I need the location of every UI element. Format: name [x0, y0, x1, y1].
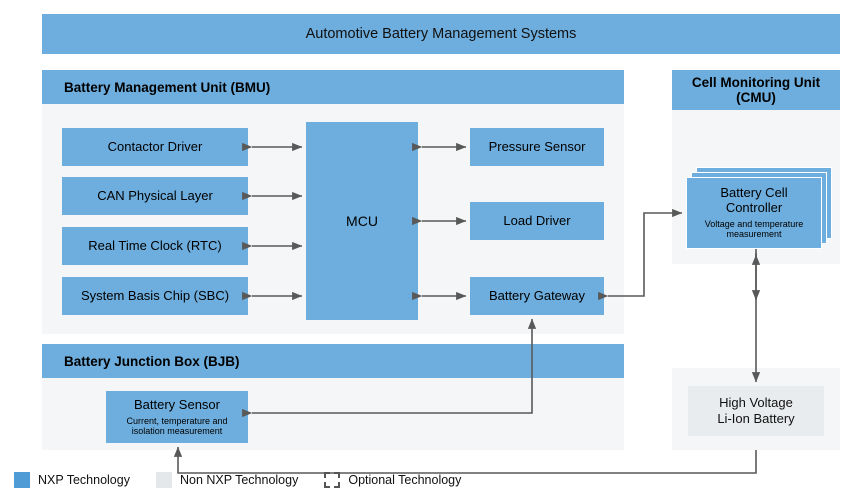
cmu-panel-title-line2: (CMU)	[736, 90, 776, 105]
block-mcu[interactable]: MCU	[306, 122, 418, 320]
bjb-panel-title-bar: Battery Junction Box (BJB)	[42, 344, 624, 378]
block-load-driver-label: Load Driver	[503, 212, 571, 228]
legend-label-optional: Optional Technology	[348, 473, 462, 487]
block-load-driver[interactable]: Load Driver	[470, 202, 604, 240]
block-battery-sensor[interactable]: Battery Sensor Current, temperature and …	[106, 391, 248, 443]
block-mcu-label: MCU	[346, 212, 378, 229]
block-pressure-sensor[interactable]: Pressure Sensor	[470, 128, 604, 166]
block-battery-sensor-sub-line1: Current, temperature and	[126, 415, 228, 426]
block-pressure-sensor-label: Pressure Sensor	[488, 138, 586, 154]
legend-item-non-nxp: Non NXP Technology	[155, 472, 299, 488]
block-high-voltage-battery-label-line1: High Voltage	[719, 394, 793, 410]
block-battery-cell-controller-label-line1: Battery Cell	[720, 185, 788, 201]
legend-swatch-nxp-icon	[14, 472, 30, 488]
legend-swatch-optional-icon	[324, 472, 341, 488]
bmu-panel-title-bar: Battery Management Unit (BMU)	[42, 70, 624, 104]
bmu-panel-title: Battery Management Unit (BMU)	[64, 79, 271, 95]
bjb-panel-title: Battery Junction Box (BJB)	[64, 353, 240, 369]
block-contactor-driver[interactable]: Contactor Driver	[62, 128, 248, 166]
block-battery-cell-controller[interactable]: Battery Cell Controller Voltage and temp…	[686, 177, 822, 249]
legend-item-optional: Optional Technology	[324, 472, 461, 488]
legend-label-non-nxp: Non NXP Technology	[179, 473, 299, 487]
block-battery-gateway[interactable]: Battery Gateway	[470, 277, 604, 315]
legend-label-nxp: NXP Technology	[38, 473, 130, 487]
block-system-basis-chip-label: System Basis Chip (SBC)	[80, 287, 230, 303]
block-real-time-clock[interactable]: Real Time Clock (RTC)	[62, 227, 248, 265]
block-battery-sensor-label: Battery Sensor	[134, 396, 220, 412]
block-battery-sensor-sub-line2: isolation measurement	[131, 425, 223, 436]
legend-swatch-non-nxp-icon	[155, 472, 172, 488]
diagram-title-banner: Automotive Battery Management Systems	[42, 14, 840, 54]
block-high-voltage-battery-label-line2: Li-Ion Battery	[717, 411, 795, 426]
block-battery-cell-controller-sub-line1: Voltage and temperature	[704, 219, 804, 230]
block-contactor-driver-label: Contactor Driver	[107, 138, 203, 154]
block-battery-cell-controller-label-line2: Controller	[725, 200, 783, 216]
block-can-physical-layer[interactable]: CAN Physical Layer	[62, 177, 248, 215]
legend: NXP Technology Non NXP Technology Option…	[14, 470, 487, 490]
block-high-voltage-battery[interactable]: High Voltage Li-Ion Battery	[688, 386, 824, 436]
block-real-time-clock-label: Real Time Clock (RTC)	[88, 237, 222, 253]
block-battery-cell-controller-sub-line2: measurement	[726, 229, 782, 240]
block-can-physical-layer-label: CAN Physical Layer	[97, 187, 213, 203]
legend-item-nxp: NXP Technology	[14, 472, 130, 488]
cmu-panel-title-bar: Cell Monitoring Unit (CMU)	[672, 70, 840, 110]
block-system-basis-chip[interactable]: System Basis Chip (SBC)	[62, 277, 248, 315]
diagram-title: Automotive Battery Management Systems	[305, 26, 577, 42]
cmu-panel-title-line1: Cell Monitoring Unit	[691, 74, 821, 90]
block-battery-gateway-label: Battery Gateway	[488, 287, 586, 303]
